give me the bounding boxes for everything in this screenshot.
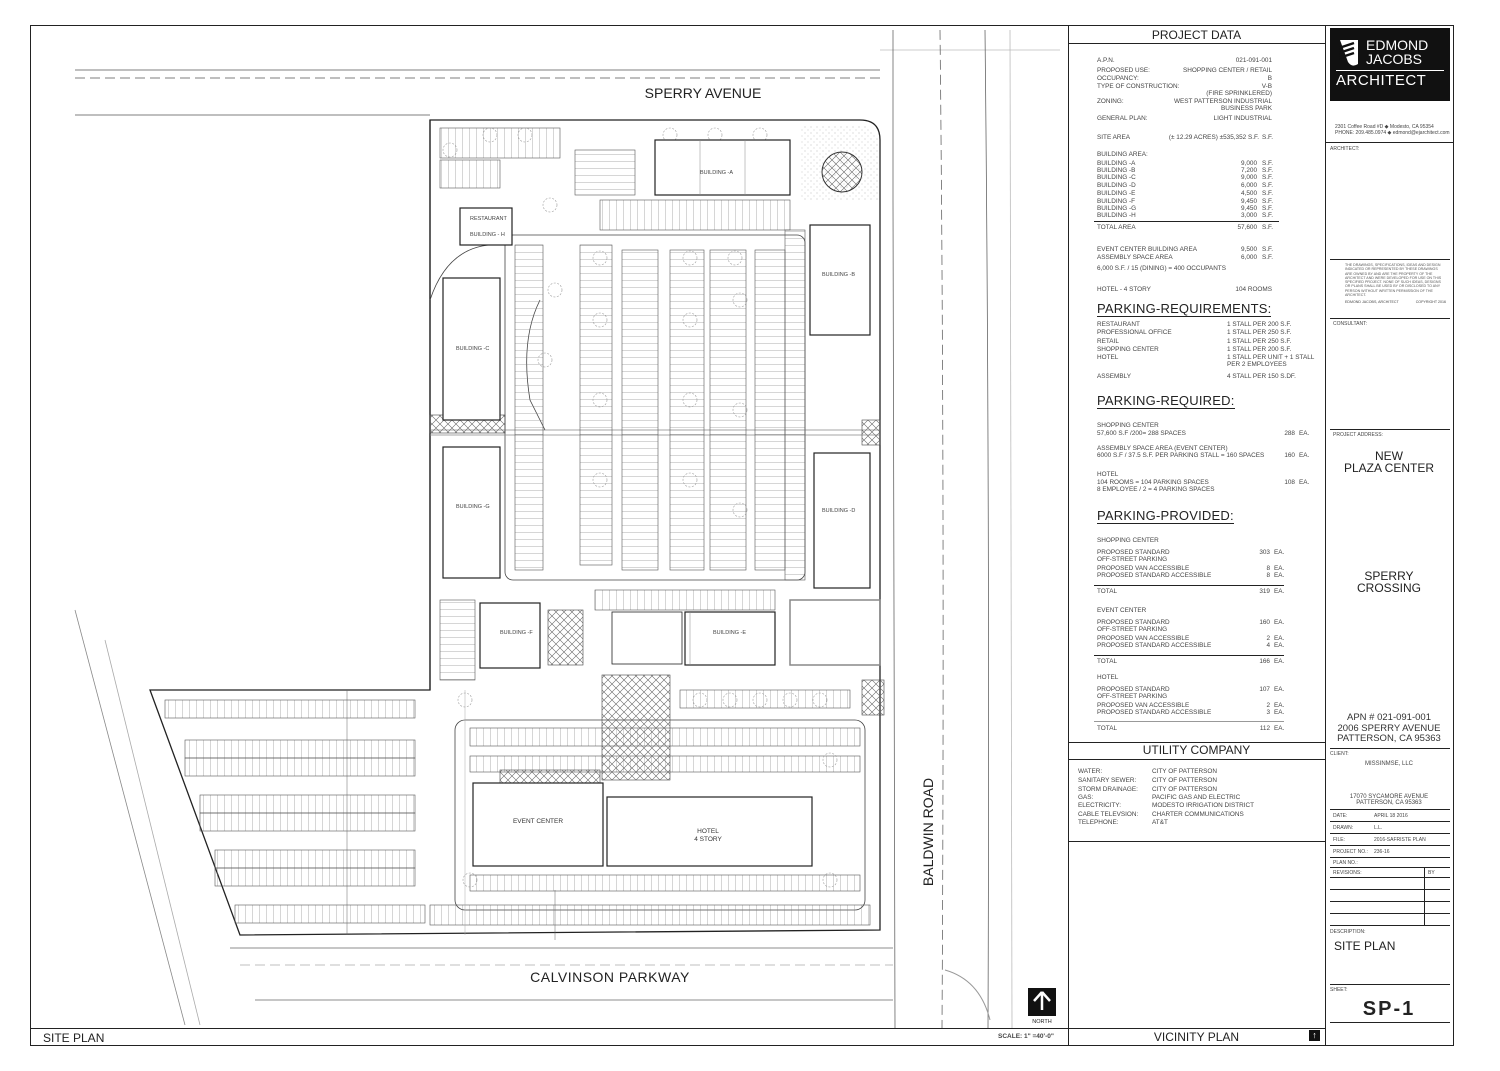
client-name: MISSINMSE, LLC bbox=[1364, 761, 1413, 767]
parking-stalls bbox=[164, 127, 871, 926]
svg-text:NORTH: NORTH bbox=[1032, 1019, 1051, 1025]
label-building-c: BUILDING -C bbox=[456, 346, 489, 352]
buildings bbox=[442, 139, 871, 867]
site-boundary bbox=[149, 119, 881, 936]
project-data-title: PROJECT DATA bbox=[1151, 28, 1242, 42]
building-c bbox=[442, 277, 501, 421]
drawing-description: SITE PLAN bbox=[1334, 939, 1396, 953]
light-poles bbox=[346, 690, 556, 940]
label-building-b: BUILDING -B bbox=[822, 272, 855, 278]
street-baldwin-road: BALDWIN ROAD bbox=[920, 778, 936, 886]
divider bbox=[1325, 25, 1326, 1046]
baldwin-road bbox=[892, 29, 1013, 1028]
building-a bbox=[654, 139, 791, 196]
label-building-h: BUILDING - H bbox=[470, 232, 505, 238]
sheet-number: SP-1 bbox=[1362, 998, 1416, 1020]
copyright-disclaimer: THE DRAWINGS, SPECIFICATIONS, IDEAS AND … bbox=[1345, 263, 1442, 298]
architect-logo: EDMOND JACOBS ARCHITECT bbox=[1330, 28, 1450, 101]
building-b bbox=[809, 224, 871, 336]
sperry-avenue bbox=[75, 49, 1060, 116]
label-restaurant: RESTAURANT bbox=[470, 216, 508, 222]
label-building-d: BUILDING -D bbox=[822, 508, 855, 514]
building-g bbox=[442, 446, 501, 579]
project-subname: SPERRY CROSSING bbox=[1356, 569, 1421, 595]
building-h bbox=[459, 207, 513, 246]
logo-mark-icon bbox=[1338, 40, 1358, 66]
vicinity-plan-title: VICINITY PLAN bbox=[1153, 1030, 1240, 1044]
label-building-a: BUILDING -A bbox=[700, 170, 733, 176]
project-name: NEW PLAZA CENTER bbox=[1343, 449, 1435, 475]
sheet-border bbox=[30, 25, 1454, 1046]
scale-label: SCALE: 1" =40'-0" bbox=[998, 1033, 1054, 1040]
label-building-e: BUILDING -E bbox=[713, 630, 746, 636]
label-building-f: BUILDING -F bbox=[500, 630, 533, 636]
north-arrow-icon: NORTH bbox=[1028, 988, 1056, 1025]
sheet-title: SITE PLAN bbox=[43, 1031, 105, 1045]
building-e bbox=[684, 611, 776, 666]
label-hotel: HOTEL bbox=[697, 828, 719, 835]
architect-contact: PHONE: 209.485.0974 ◆ edmond@ejarchitect… bbox=[1335, 130, 1450, 136]
site-plan-drawing: BUILDING -A RESTAURANT BUILDING - H BUIL… bbox=[74, 29, 1060, 1028]
label-hotel-stories: 4 STORY bbox=[694, 836, 722, 843]
architect-address: 2301 Coffee Road #D ◆ Modesto, CA 95354 bbox=[1335, 124, 1434, 130]
divider bbox=[1068, 25, 1069, 1046]
building-d bbox=[813, 452, 871, 589]
event-center bbox=[472, 782, 604, 867]
building-f bbox=[479, 602, 541, 669]
hotel bbox=[606, 796, 813, 867]
label-event-center: EVENT CENTER bbox=[513, 818, 563, 825]
vicinity-north-icon: ↑ bbox=[1309, 1030, 1320, 1041]
calvinson-parkway bbox=[74, 609, 893, 1026]
street-calvinson-parkway: CALVINSON PARKWAY bbox=[530, 969, 690, 985]
street-sperry-avenue: SPERRY AVENUE bbox=[645, 85, 762, 101]
project-location: APN # 021-091-001 2006 SPERRY AVENUE PAT… bbox=[1337, 712, 1441, 744]
divider bbox=[30, 1028, 1325, 1029]
label-building-g: BUILDING -G bbox=[456, 504, 490, 510]
